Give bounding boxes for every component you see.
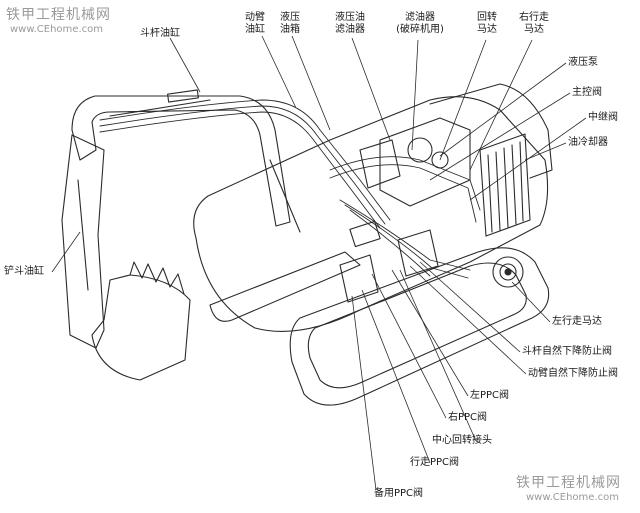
label-relay-valve: 中继阀 — [588, 112, 618, 123]
label-travel-ppc-valve: 行走PPC阀 — [410, 457, 460, 468]
label-swing-motor: 回转 马达 — [472, 12, 502, 36]
hydraulic-lines — [99, 99, 481, 279]
ppc-valves-graphic — [339, 220, 439, 303]
label-spare-ppc-valve: 备用PPC阀 — [374, 488, 424, 499]
arm-cylinder — [109, 99, 211, 117]
pump-compartment — [359, 117, 471, 207]
label-right-travel-motor: 右行走 马达 — [514, 12, 554, 36]
label-oil-cooler: 油冷却器 — [568, 137, 608, 148]
label-swing-motor-line1: 回转 — [477, 12, 497, 23]
bucket-teeth — [129, 261, 185, 295]
crawler-track-rear — [209, 251, 361, 322]
label-hydraulic-oil-filter-line2: 滤油器 — [335, 24, 365, 35]
bucket — [91, 274, 191, 381]
watermark-bottom-url: www.CEhome.com — [526, 492, 619, 503]
label-boom-cylinder-line1: 动臂 — [245, 12, 265, 23]
label-swing-motor-line2: 马达 — [477, 24, 497, 35]
label-hydraulic-tank-line1: 液压 — [280, 12, 300, 23]
label-left-travel-motor: 左行走马达 — [552, 316, 602, 327]
crawler-track-left — [289, 247, 550, 406]
upper-structure — [193, 96, 549, 332]
watermark-top-name: 铁甲工程机械网 — [6, 7, 111, 23]
label-right-ppc-valve: 右PPC阀 — [448, 412, 488, 423]
oil-cooler-graphic — [479, 133, 531, 237]
boom — [71, 95, 291, 227]
label-right-travel-motor-line2: 马达 — [524, 24, 544, 35]
label-hydraulic-tank-line2: 油箱 — [280, 24, 300, 35]
label-hydraulic-tank: 液压 油箱 — [273, 12, 307, 36]
label-center-swivel-joint: 中心回转接头 — [432, 435, 492, 446]
label-boom-cylinder: 动臂 油缸 — [238, 12, 272, 36]
watermark-bottom-name: 铁甲工程机械网 — [516, 475, 621, 491]
boom-cylinder-graphic — [269, 159, 301, 233]
counterweight — [429, 83, 553, 179]
leader-lines — [51, 35, 587, 491]
label-bucket-cylinder: 铲斗油缸 — [4, 266, 44, 277]
label-right-travel-motor-line1: 右行走 — [519, 12, 549, 23]
label-hydraulic-pump: 液压泵 — [568, 57, 598, 68]
label-arm-cylinder: 斗杆油缸 — [140, 28, 180, 39]
label-left-ppc-valve: 左PPC阀 — [470, 390, 510, 401]
label-breaker-filter: 滤油器 (破碎机用) — [388, 12, 452, 36]
label-breaker-filter-line2: (破碎机用) — [396, 24, 444, 35]
label-boom-cylinder-line2: 油缸 — [245, 24, 265, 35]
label-arm-holding-valve: 斗杆自然下降防止阀 — [522, 346, 612, 357]
label-boom-holding-valve: 动臂自然下降防止阀 — [528, 368, 618, 379]
watermark-top-url: www.CEhome.com — [10, 24, 103, 35]
label-hydraulic-oil-filter-line1: 液压油 — [335, 12, 365, 23]
label-main-control-valve: 主控阀 — [572, 87, 602, 98]
label-breaker-filter-line1: 滤油器 — [405, 12, 435, 23]
shovel-cylinder-graphic — [77, 179, 89, 291]
label-hydraulic-oil-filter: 液压油 滤油器 — [326, 12, 374, 36]
left-travel-motor-graphic — [492, 256, 524, 288]
arm — [61, 134, 105, 349]
crawler-track-inner — [307, 262, 527, 389]
